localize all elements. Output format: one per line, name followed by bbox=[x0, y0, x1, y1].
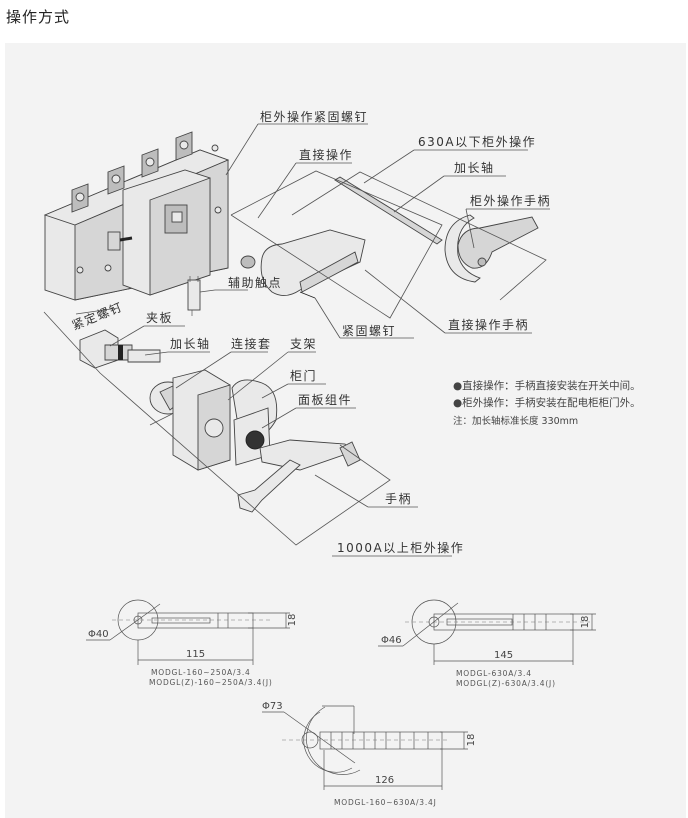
note-outer-operation: ●柜外操作：手柄安装在配电柜柜门外。 bbox=[453, 397, 641, 409]
label-cabinet-door: 柜门 bbox=[290, 368, 317, 383]
note-extension-length: 注：加长轴标准长度 330mm bbox=[453, 416, 579, 427]
switch-body-drawing bbox=[43, 131, 230, 301]
dim3-model-1: MODGL-160~630A/3.4J bbox=[334, 798, 437, 807]
label-extension-shaft-top: 加长轴 bbox=[454, 160, 495, 175]
extension-shaft-top-drawing bbox=[334, 176, 443, 245]
dimension-drawing-2: Φ46 145 18 MODGL-630A/3.4 MODGL(Z)-630A/… bbox=[378, 599, 596, 688]
label-bracket: 支架 bbox=[290, 337, 317, 351]
dim2-model-1: MODGL-630A/3.4 bbox=[456, 669, 532, 678]
dim1-diameter: Φ40 bbox=[88, 629, 109, 640]
label-direct-op-handle: 直接操作手柄 bbox=[448, 317, 529, 332]
leader-lines bbox=[43, 123, 550, 557]
label-handle: 手柄 bbox=[385, 492, 412, 506]
aux-contact-drawing bbox=[187, 276, 201, 316]
dim3-height: 18 bbox=[466, 734, 477, 747]
label-outer-op-below-630a: 630A以下柜外操作 bbox=[418, 134, 536, 149]
label-panel-assembly: 面板组件 bbox=[298, 393, 352, 407]
label-set-screw: 紧定螺钉 bbox=[70, 299, 126, 333]
page-title: 操作方式 bbox=[6, 8, 71, 26]
dim2-length: 145 bbox=[494, 650, 513, 661]
label-direct-operation: 直接操作 bbox=[299, 147, 353, 162]
outer-handle-drawing bbox=[444, 214, 539, 283]
note-direct-operation: ●直接操作：手柄直接安装在开关中间。 bbox=[453, 380, 641, 392]
dim1-height: 18 bbox=[287, 614, 298, 627]
dim1-length: 115 bbox=[186, 649, 205, 660]
label-fastening-screw: 紧固螺钉 bbox=[342, 324, 396, 338]
label-extension-shaft: 加长轴 bbox=[170, 336, 211, 351]
dim3-diameter: Φ73 bbox=[262, 701, 283, 712]
dimension-drawing-3: Φ73 126 18 MODGL-160~630A/3.4J bbox=[262, 701, 477, 807]
label-outer-fastening-screw: 柜外操作紧固螺钉 bbox=[260, 109, 368, 124]
label-aux-contact: 辅助触点 bbox=[228, 276, 282, 290]
label-outer-op-above-1000a: 1000A以上柜外操作 bbox=[337, 540, 464, 555]
label-coupling-sleeve: 连接套 bbox=[231, 336, 272, 351]
label-outer-op-handle: 柜外操作手柄 bbox=[470, 193, 551, 208]
direct-handle-drawing bbox=[240, 229, 366, 299]
dim1-model-1: MODGL-160~250A/3.4 bbox=[151, 668, 251, 677]
dim3-length: 126 bbox=[375, 775, 394, 786]
dim2-diameter: Φ46 bbox=[381, 635, 402, 646]
dim1-model-2: MODGL(Z)-160~250A/3.4(J) bbox=[149, 678, 273, 687]
dimension-drawing-1: Φ40 115 18 MODGL-160~250A/3.4 MODGL(Z)-1… bbox=[86, 599, 298, 687]
label-clamp-plate: 夹板 bbox=[146, 311, 173, 325]
lower-assembly-drawing bbox=[79, 329, 361, 513]
dim2-height: 18 bbox=[580, 616, 591, 629]
dim2-model-2: MODGL(Z)-630A/3.4(J) bbox=[456, 679, 556, 688]
